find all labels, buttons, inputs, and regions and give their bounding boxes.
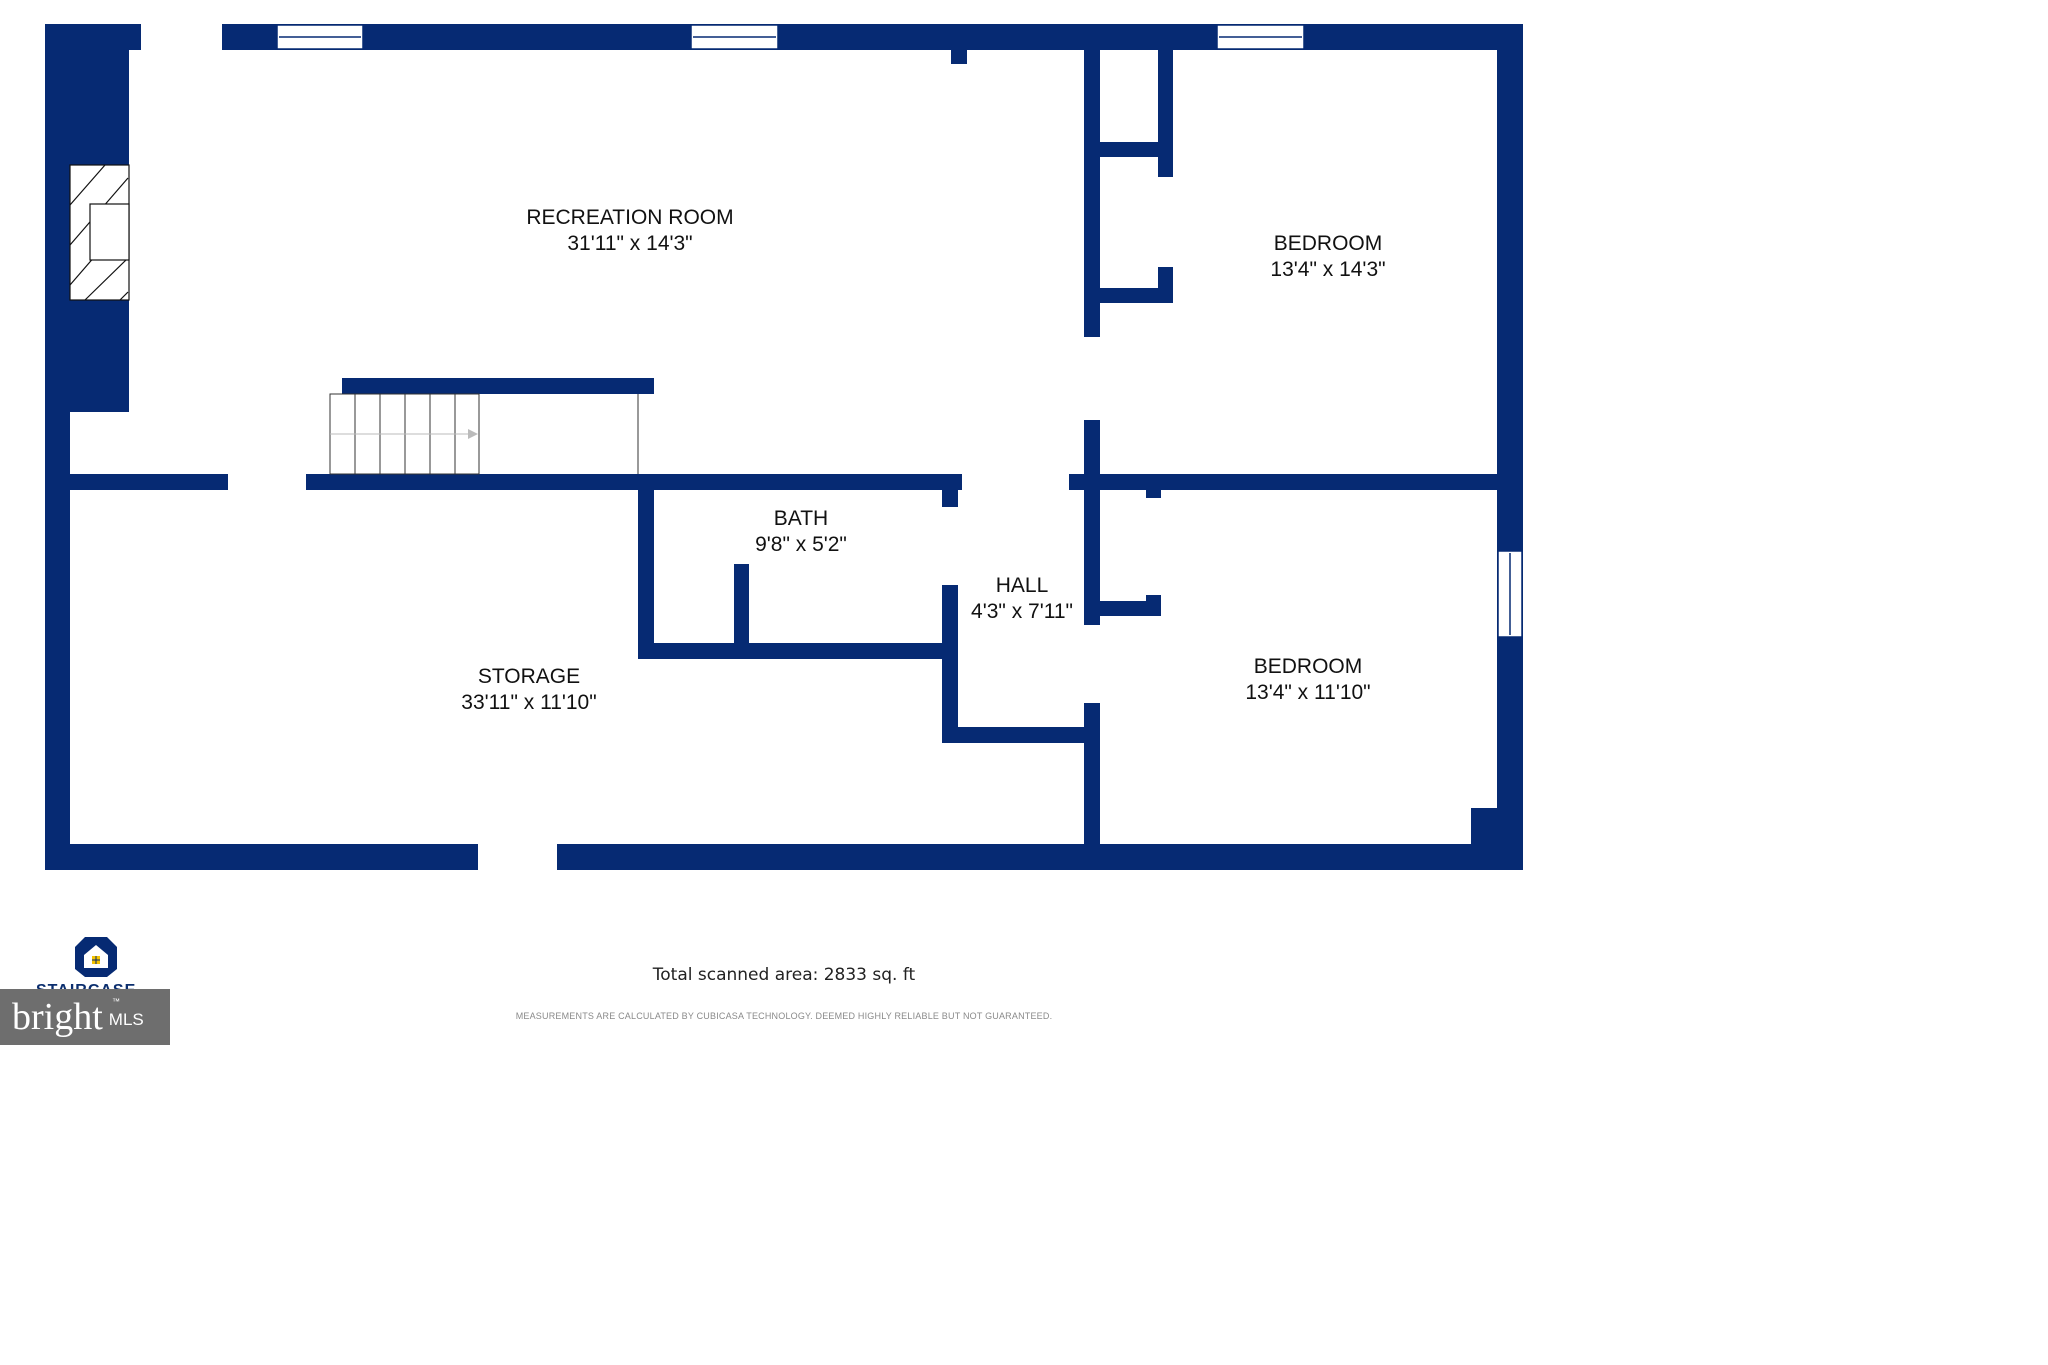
total-area: Total scanned area: 2833 sq. ft xyxy=(652,965,916,985)
mls-word: bright xyxy=(12,996,103,1038)
room-name-bath: BATH xyxy=(774,507,828,530)
house-logo-icon xyxy=(75,937,117,977)
fireplace xyxy=(69,164,130,301)
mls-suffix: MLS xyxy=(108,1010,144,1029)
room-dims-bath: 9'8" x 5'2" xyxy=(755,533,847,556)
room-dims-recreation: 31'11" x 14'3" xyxy=(567,232,692,255)
window-1 xyxy=(276,24,364,50)
window-4 xyxy=(1497,550,1523,638)
window-3 xyxy=(1216,24,1305,50)
room-labels: RECREATION ROOM 31'11" x 14'3" BEDROOM 1… xyxy=(461,206,1385,714)
brand-name: STAIRCASE xyxy=(36,982,137,991)
room-dims-storage: 33'11" x 11'10" xyxy=(461,691,596,714)
windows xyxy=(276,24,1523,638)
room-dims-hall: 4'3" x 7'11" xyxy=(971,600,1073,623)
room-name-storage: STORAGE xyxy=(478,665,580,688)
disclaimer: MEASUREMENTS ARE CALCULATED BY CUBICASA … xyxy=(515,1011,1053,1021)
window-2 xyxy=(690,24,779,50)
staircase xyxy=(329,393,639,475)
room-name-bedroom-lower: BEDROOM xyxy=(1254,655,1363,678)
mls-badge: bright ™ MLS xyxy=(0,989,170,1045)
mls-trademark: ™ xyxy=(112,997,120,1006)
room-dims-bedroom-upper: 13'4" x 14'3" xyxy=(1270,258,1385,281)
room-dims-bedroom-lower: 13'4" x 11'10" xyxy=(1245,681,1370,704)
room-name-bedroom-upper: BEDROOM xyxy=(1274,232,1383,255)
floor-plan: RECREATION ROOM 31'11" x 14'3" BEDROOM 1… xyxy=(45,24,1523,870)
room-name-hall: HALL xyxy=(996,574,1049,597)
walls xyxy=(45,24,1523,870)
room-name-recreation: RECREATION ROOM xyxy=(526,206,733,229)
